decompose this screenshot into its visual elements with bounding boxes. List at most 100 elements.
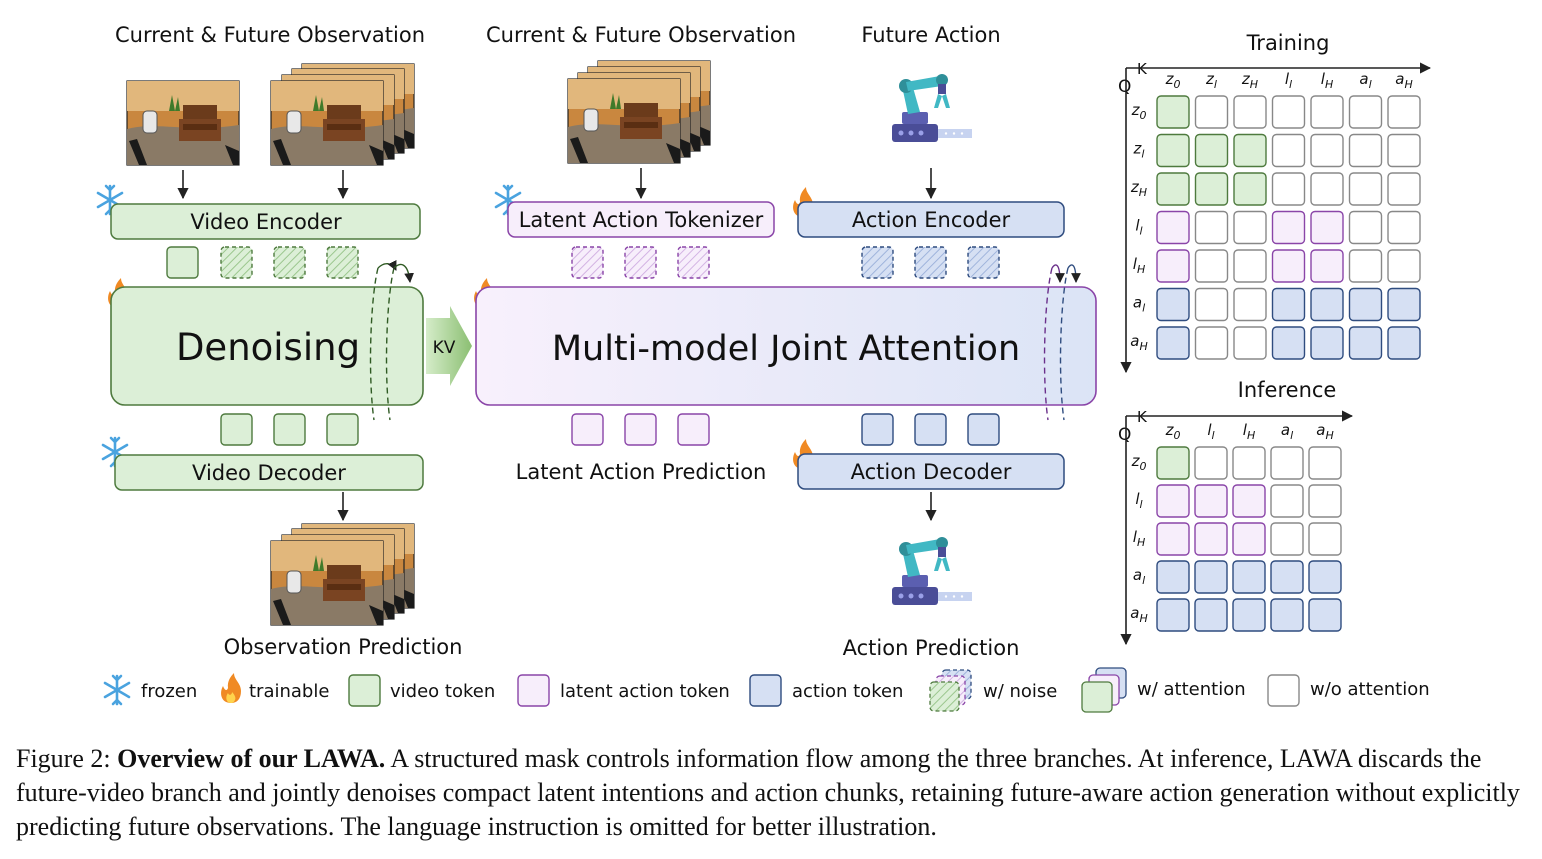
lawa-overview-diagram: Current & Future Observation Current & F… [96,23,1432,713]
figure-caption: Figure 2: Overview of our LAWA. A struct… [16,742,1528,844]
joint-attention-label: Multi-model Joint Attention [552,329,1020,369]
mask-axis-label: lH [1321,70,1333,91]
future-action-label: Future Action [861,23,1000,47]
mask-cell [1271,133,1306,168]
mask-cell [1194,484,1228,518]
noisy-action-token [967,246,1000,279]
action-token [967,413,1000,446]
mask-axis-label: aH [1395,70,1412,91]
future-frames-stack-mid [567,60,711,164]
video-decoder-label: Video Decoder [192,461,346,485]
video-token [326,413,359,446]
action-token [861,413,894,446]
mask-cell [1194,172,1229,206]
noisy-video-token [273,246,306,279]
mask-cell [1156,133,1190,168]
legend-with-attention: w/ attention [1137,679,1246,700]
mask-cell [1194,210,1229,245]
mask-cell [1156,326,1190,360]
mask-cell [1233,172,1267,206]
mask-cell [1310,133,1344,168]
mask-cell [1233,95,1267,129]
q-axis-label: Q [1118,425,1131,445]
mask-cell [1310,326,1344,360]
mask-cell [1194,326,1229,360]
mask-axis-label: zl [1133,140,1145,161]
training-title: Training [1246,31,1330,55]
mask-cell [1348,172,1383,206]
mask-axis-label: al [1281,421,1293,442]
mask-axis-label: ll [1285,70,1292,91]
joint-attention-block [475,286,1097,406]
kv-label: KV [433,338,456,358]
caption-bold: Overview of our LAWA. [117,744,386,773]
noisy-latent-token [624,246,657,279]
mask-cell [1270,446,1304,480]
mask-axis-label: ll [1135,217,1142,238]
mask-cell [1387,287,1421,322]
mask-cell [1233,133,1267,168]
mask-cell [1308,598,1342,632]
video-token [220,413,253,446]
predicted-frames-stack [270,523,415,626]
mask-cell [1348,249,1383,283]
mask-cell [1348,210,1383,245]
mask-cell [1308,484,1342,518]
legend: frozen trainable video token latent acti… [103,667,1430,713]
mask-axis-label: ll [1135,490,1142,511]
legend-trainable: trainable [249,681,329,702]
mask-axis-label: al [1133,566,1145,587]
mask-cell [1194,287,1229,322]
mask-cell [1310,287,1344,322]
latent-action-tokenizer-label: Latent Action Tokenizer [519,208,764,232]
legend-without-attention: w/o attention [1310,679,1430,700]
mask-cell [1387,172,1421,206]
mask-cell [1270,522,1304,556]
action-token [914,413,947,446]
mask-cell [1156,210,1190,245]
mask-cell [1348,326,1383,360]
mask-cell [1387,210,1421,245]
noisy-video-token [220,246,253,279]
mask-axis-label: zl [1205,70,1217,91]
mask-cell [1156,484,1190,518]
mask-axis-label: z0 [1165,421,1181,442]
mask-axis-label: lH [1243,421,1255,442]
video-token [273,413,306,446]
mask-axis-label: z0 [1131,452,1147,473]
video-decoder-box [114,454,424,491]
inference-title: Inference [1238,378,1337,402]
mask-cell [1348,95,1383,129]
mask-axis-label: z0 [1165,70,1181,91]
noisy-latent-token [571,246,604,279]
mask-cell [1271,326,1306,360]
kv-arrow [426,306,472,386]
mask-cell [1387,249,1421,283]
video-encoder-box [110,203,421,240]
mask-cell [1271,172,1306,206]
mask-cell [1232,598,1266,632]
legend-frozen: frozen [141,681,197,702]
mask-cell [1156,172,1190,206]
mask-cell [1271,95,1306,129]
latent-token [571,413,604,446]
mask-axis-label: al [1133,294,1145,315]
mask-cell [1194,598,1228,632]
noisy-latent-token [677,246,710,279]
latent-action-tokenizer-box [507,201,775,238]
legend-action-token: action token [792,681,903,702]
mask-cell [1232,484,1266,518]
robot-arm-icon [892,74,972,142]
mask-axis-label: lH [1133,528,1145,549]
action-decoder-label: Action Decoder [851,460,1012,484]
legend-latent-action-token: latent action token [560,681,730,702]
mask-cell [1156,95,1190,129]
noisy-video-token [326,246,359,279]
mask-cell [1156,598,1190,632]
mask-cell [1156,287,1190,322]
mask-cell [1310,95,1344,129]
mask-cell [1270,598,1304,632]
video-token [166,246,199,279]
denoising-block [110,286,424,406]
